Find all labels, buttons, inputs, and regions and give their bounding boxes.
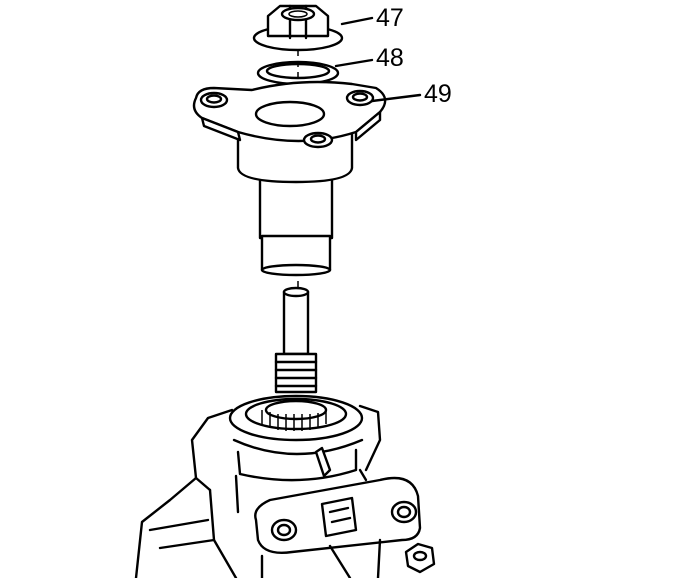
gearbox-housing: [134, 404, 436, 578]
nut-part: [252, 4, 344, 52]
leader-lines: [334, 16, 422, 103]
shaft-part: [274, 286, 318, 394]
bearing-collar: [228, 394, 364, 442]
sensor-housing-part: [192, 80, 387, 277]
callout-48: 48: [376, 44, 404, 72]
callout-49: 49: [424, 80, 452, 108]
callout-47: 47: [376, 4, 404, 32]
